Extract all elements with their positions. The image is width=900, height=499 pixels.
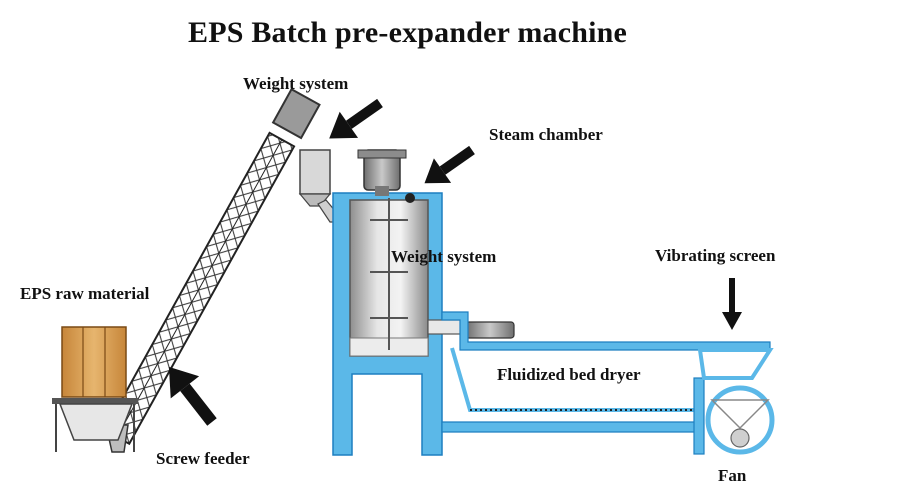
screw-feeder bbox=[103, 87, 321, 453]
label-screw-feeder: Screw feeder bbox=[156, 449, 250, 468]
label-vibrating-screen: Vibrating screen bbox=[655, 246, 776, 265]
label-eps-raw-material: EPS raw material bbox=[20, 284, 150, 303]
label-weight-system-tank: Weight system bbox=[391, 247, 497, 266]
pre-expander-tank bbox=[332, 149, 515, 456]
label-fan: Fan bbox=[718, 466, 747, 485]
fan bbox=[705, 385, 775, 455]
arrow-weight-system bbox=[329, 98, 383, 139]
fluidized-bed-dryer bbox=[441, 311, 774, 455]
diagram-title: EPS Batch pre-expander machine bbox=[188, 16, 628, 49]
arrow-vibrating-screen bbox=[722, 278, 742, 330]
arrow-screw-feeder bbox=[168, 366, 217, 426]
raw-material-crate bbox=[52, 326, 138, 452]
arrow-steam-chamber bbox=[424, 145, 475, 184]
label-steam-chamber: Steam chamber bbox=[489, 125, 603, 144]
label-fluidized-bed-dryer: Fluidized bed dryer bbox=[497, 365, 641, 384]
label-weight-system-top: Weight system bbox=[243, 74, 349, 93]
